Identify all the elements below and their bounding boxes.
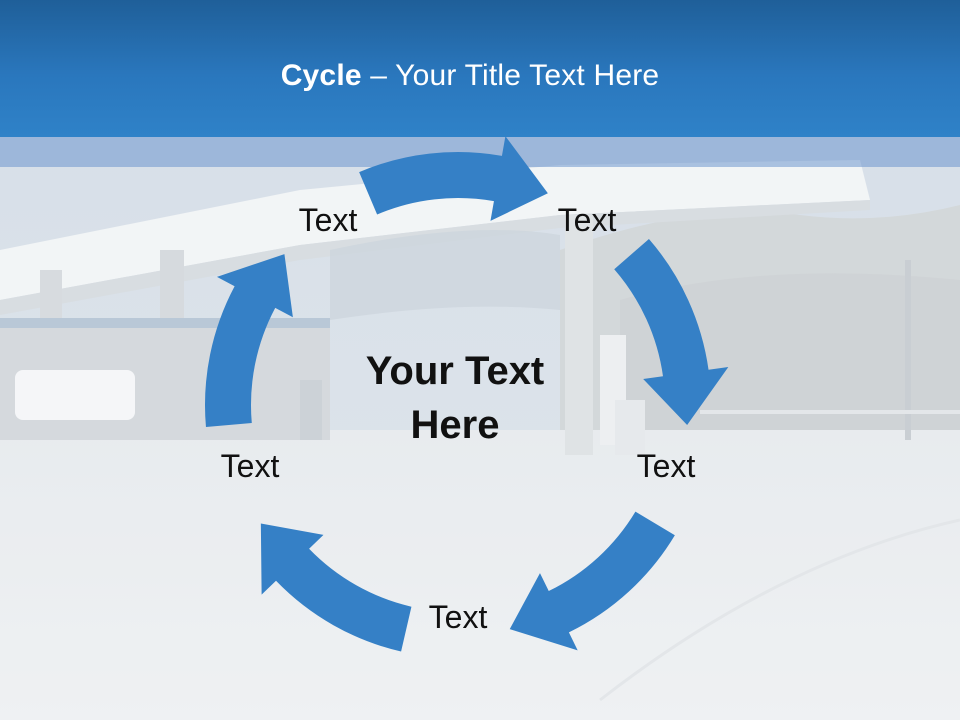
cycle-arrow-1-icon xyxy=(359,136,548,221)
title-bold: Cycle xyxy=(280,59,362,92)
node-label-2: Text xyxy=(557,202,617,238)
node-label-3: Text xyxy=(636,448,696,484)
cycle-arrow-5-icon xyxy=(205,254,293,428)
center-text: Your Text Here xyxy=(365,349,545,447)
node-label-5: Text xyxy=(220,448,280,484)
cycle-arrow-3-icon xyxy=(509,511,675,651)
slide-title: Cycle – Your Title Text Here xyxy=(0,56,940,96)
cycle-arrow-2-icon xyxy=(614,239,729,426)
title-bar xyxy=(0,0,960,137)
cycle-arrow-4-icon xyxy=(260,523,412,652)
node-label-1: Text xyxy=(298,202,358,238)
title-rest: – Your Title Text Here xyxy=(361,59,660,92)
node-label-4: Text xyxy=(428,599,488,635)
